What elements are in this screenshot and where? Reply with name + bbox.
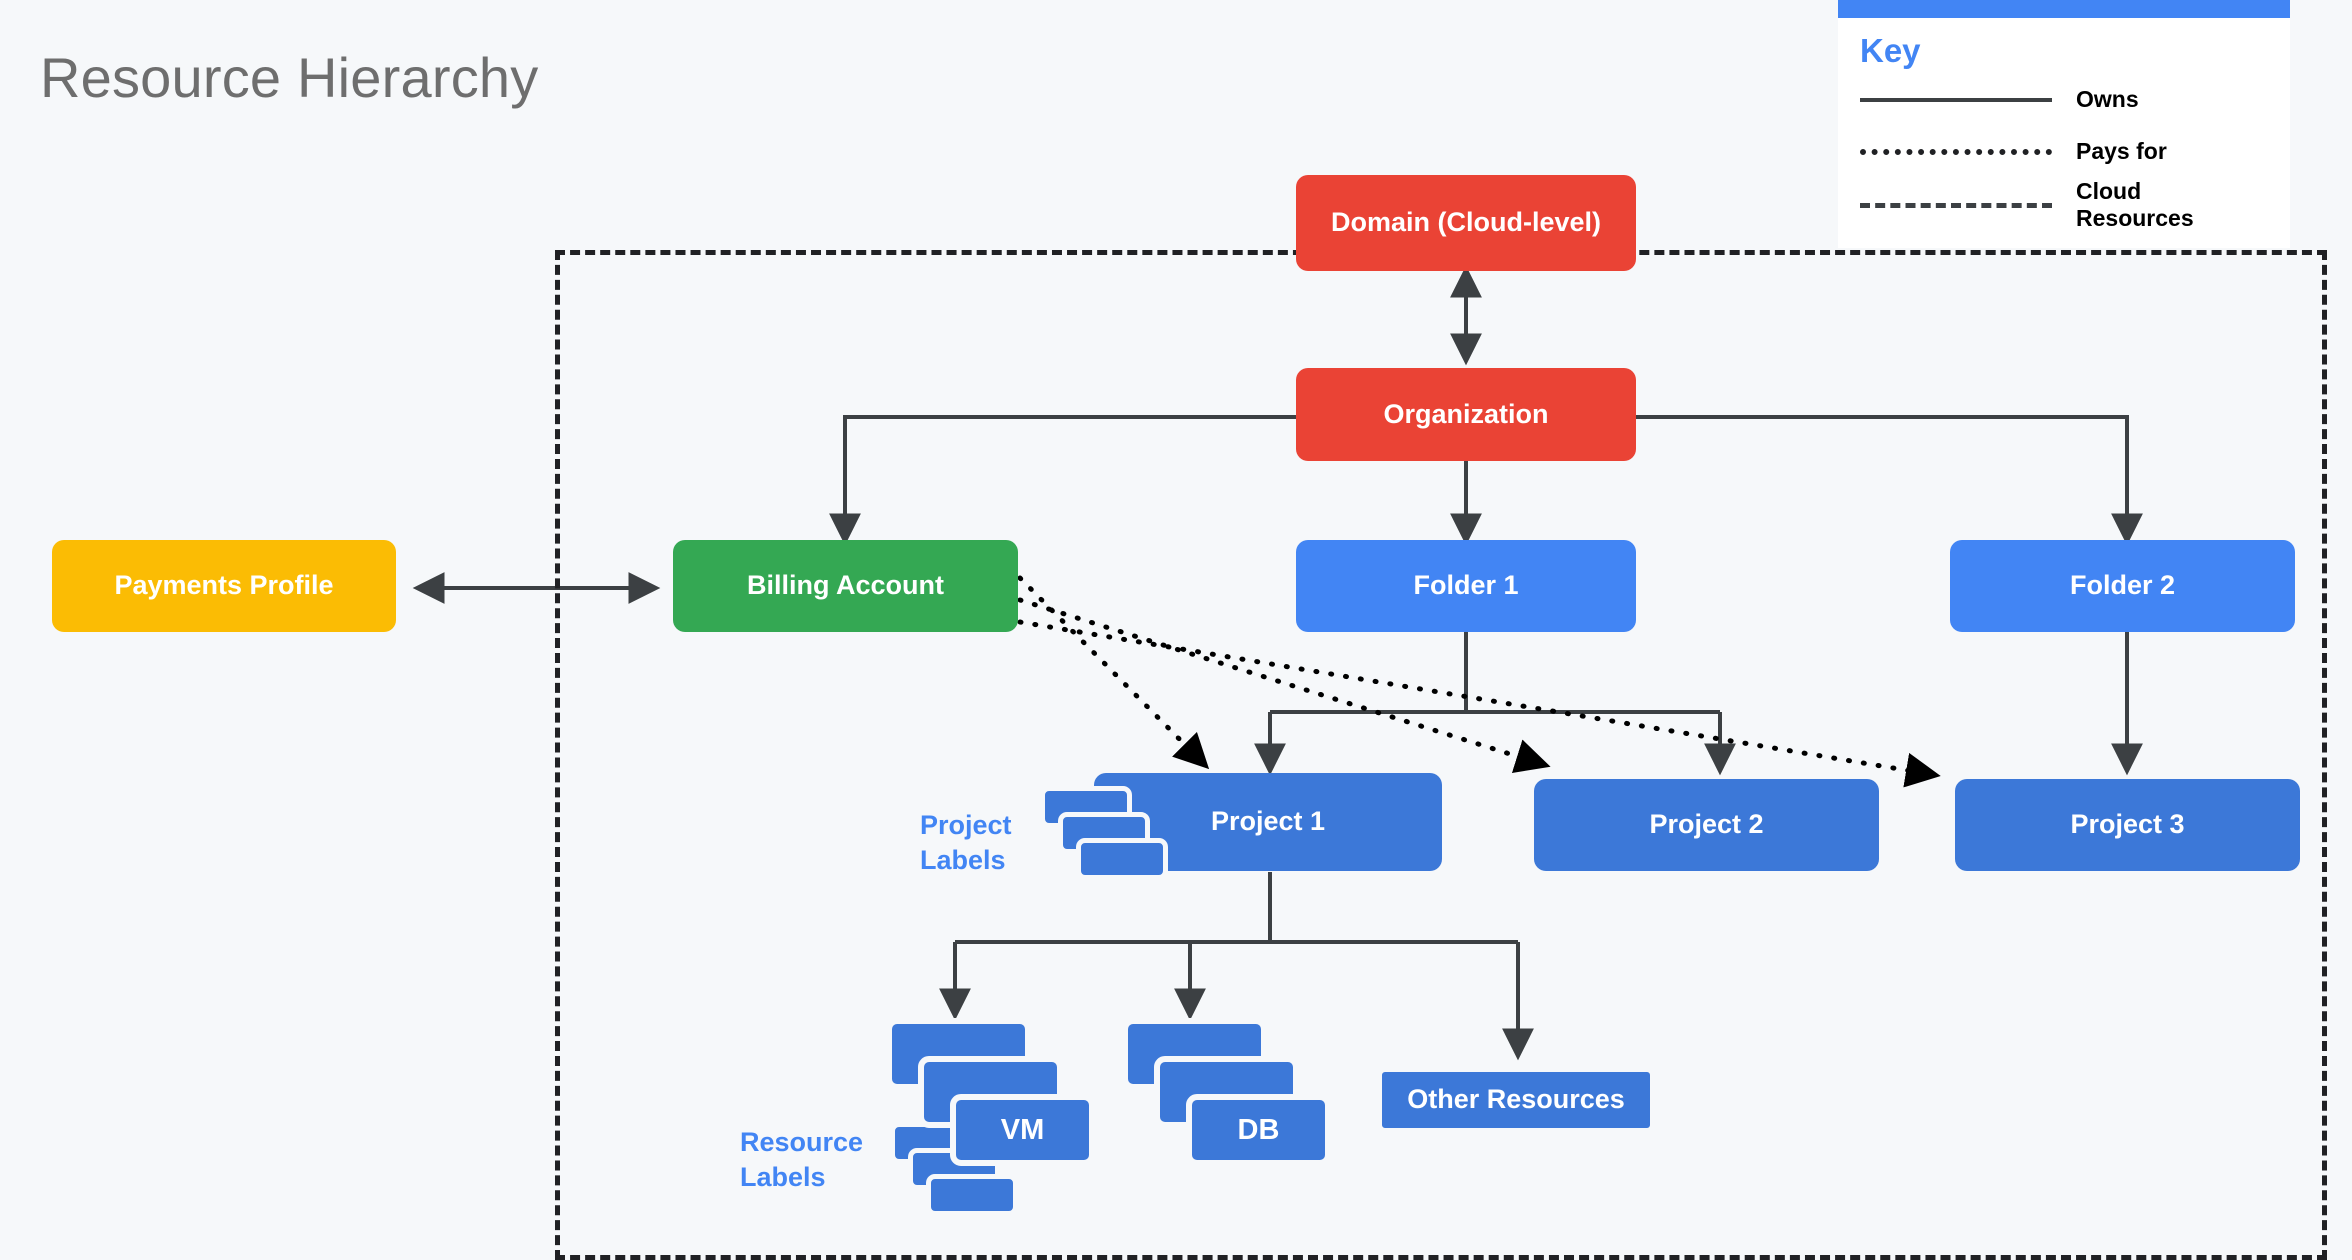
project-labels-stack xyxy=(1040,786,1170,896)
node-billing-account[interactable]: Billing Account xyxy=(673,540,1018,632)
resource-label-card-3 xyxy=(926,1174,1018,1216)
node-domain[interactable]: Domain (Cloud-level) xyxy=(1296,175,1636,271)
legend-label-owns: Owns xyxy=(2076,86,2139,113)
legend-title: Key xyxy=(1860,32,1921,69)
project-labels-annotation: Project Labels xyxy=(920,808,1050,877)
resource-stack-db[interactable]: DB xyxy=(1122,1018,1382,1208)
legend-label-cloud-resources: Cloud Resources xyxy=(2076,178,2194,232)
legend-body: Key Owns Pays for Cloud Resources xyxy=(1838,18,2290,248)
legend-line-solid xyxy=(1860,98,2052,102)
legend-key: Key Owns Pays for Cloud Resources xyxy=(1838,0,2290,249)
resource-labels-line-1: Resource xyxy=(740,1127,864,1157)
resource-stack-vm[interactable]: VM xyxy=(886,1018,1146,1208)
resource-labels-line-2: Labels xyxy=(740,1161,826,1192)
resource-labels-annotation: Resource Labels xyxy=(740,1125,900,1194)
node-project-2[interactable]: Project 2 xyxy=(1534,779,1879,871)
project-labels-line-1: Project xyxy=(920,810,1012,840)
legend-line-dashed xyxy=(1860,202,2052,208)
legend-line-dotted xyxy=(1860,149,2052,155)
resource-labels-stack xyxy=(890,1122,1020,1232)
node-organization[interactable]: Organization xyxy=(1296,368,1636,461)
legend-accent-bar xyxy=(1838,0,2290,18)
node-folder-2[interactable]: Folder 2 xyxy=(1950,540,2295,632)
legend-row-pays-for: Pays for xyxy=(1860,126,2268,178)
node-folder-1[interactable]: Folder 1 xyxy=(1296,540,1636,632)
project-labels-line-2: Labels xyxy=(920,844,1006,875)
diagram-canvas: Resource Hierarchy xyxy=(40,0,2327,1260)
page-title: Resource Hierarchy xyxy=(40,46,539,109)
node-project-3[interactable]: Project 3 xyxy=(1955,779,2300,871)
legend-label-pays-for: Pays for xyxy=(2076,138,2167,165)
project-label-card-3 xyxy=(1076,838,1168,880)
db-card-front[interactable]: DB xyxy=(1186,1094,1331,1166)
node-payments-profile[interactable]: Payments Profile xyxy=(52,540,396,632)
node-other-resources[interactable]: Other Resources xyxy=(1376,1066,1656,1134)
legend-row-cloud-resources: Cloud Resources xyxy=(1860,178,2268,232)
vm-card-front[interactable]: VM xyxy=(950,1094,1095,1166)
legend-row-owns: Owns xyxy=(1860,74,2268,126)
